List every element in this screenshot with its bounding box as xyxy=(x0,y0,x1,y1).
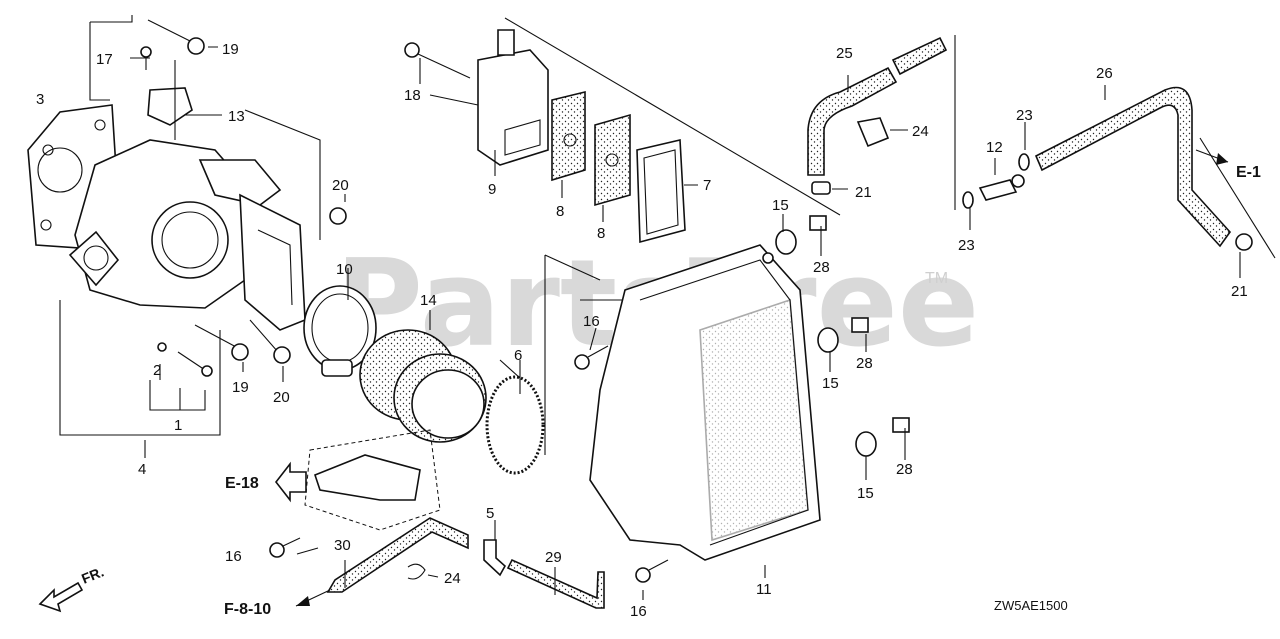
grommet-part-15-b xyxy=(817,327,839,353)
bolt-part-16-lower xyxy=(635,559,669,583)
callout-26: 25 xyxy=(836,45,853,62)
gasket-part-7 xyxy=(636,139,686,244)
collar-part-28-b xyxy=(851,317,869,333)
ref-e18-arrow: E-18 xyxy=(225,461,307,503)
bolt-part-16-left xyxy=(269,537,301,558)
callout-22: 21 xyxy=(855,184,872,201)
washer-part-2 xyxy=(157,342,213,377)
bolt-part-16-case xyxy=(574,345,609,370)
clip-part-22 xyxy=(811,181,831,195)
callout-25: 24 xyxy=(912,123,929,140)
callout-21: 21 xyxy=(1231,283,1248,300)
callout-19-top: 19 xyxy=(222,41,239,58)
clip-part-23-b xyxy=(1018,153,1030,171)
callout-29: 29 xyxy=(545,549,562,566)
callout-3: 3 xyxy=(36,91,44,108)
air-cleaner-case-part-12 xyxy=(589,244,821,561)
assembly-bracket-1 xyxy=(149,380,206,411)
filter-guide-lines xyxy=(429,17,841,455)
collar-part-28-c xyxy=(892,417,910,433)
callout-27: 26 xyxy=(1096,65,1113,82)
callout-4: 4 xyxy=(138,461,146,478)
throttle-body xyxy=(68,87,282,309)
callout-28-b: 28 xyxy=(856,355,873,372)
callout-6: 6 xyxy=(514,347,522,364)
ref-e1-label: E-1 xyxy=(1236,164,1261,181)
collar-part-28-a xyxy=(809,215,827,231)
ref-f810-arrow: F-8-10 xyxy=(224,589,331,618)
callout-8-b: 8 xyxy=(597,225,605,242)
grommet-part-15-c xyxy=(855,431,877,457)
callout-10: 10 xyxy=(336,261,353,278)
screw-part-17 xyxy=(140,46,152,70)
callout-18: 18 xyxy=(404,87,421,104)
front-direction-indicator: FR. xyxy=(38,563,106,613)
callout-12: 11 xyxy=(756,581,772,598)
callout-17: 17 xyxy=(96,51,113,68)
front-direction-label: FR. xyxy=(79,563,106,586)
tube-part-30 xyxy=(326,517,469,593)
callout-2: 2 xyxy=(153,362,161,379)
breather-tube-part-27 xyxy=(1034,86,1232,248)
callout-28-c: 28 xyxy=(896,461,913,478)
ref-e18-label: E-18 xyxy=(225,475,259,492)
bolt-part-19-top xyxy=(147,19,205,55)
callout-11: 12 xyxy=(986,139,1003,156)
tube-part-29 xyxy=(506,558,605,609)
callout-23-bottom: 23 xyxy=(958,237,975,254)
joint-part-5 xyxy=(483,539,507,577)
watermark-trademark: TM xyxy=(925,270,948,287)
callout-1: 1 xyxy=(174,417,182,434)
filter-element-part-8b xyxy=(594,113,631,207)
bolt-part-19-bottom xyxy=(194,324,249,361)
clip-part-25 xyxy=(856,117,890,148)
joint-part-11 xyxy=(978,174,1025,201)
callout-7: 7 xyxy=(703,177,711,194)
callout-5: 5 xyxy=(486,505,494,522)
callout-16-left: 16 xyxy=(225,548,242,565)
callout-20-right: 20 xyxy=(332,177,349,194)
clip-part-21 xyxy=(1235,233,1253,251)
bracket-part-e18 xyxy=(304,429,441,531)
callout-13: 14 xyxy=(420,292,437,309)
clip-part-23-a xyxy=(962,191,974,209)
bolt-part-18 xyxy=(404,42,471,79)
intake-tube-part-13 xyxy=(359,329,487,443)
silencer-part-9 xyxy=(477,29,549,166)
callout-23-top: 23 xyxy=(1016,107,1033,124)
callout-24: 24 xyxy=(444,570,461,587)
callout-28-a: 28 xyxy=(813,259,830,276)
nut-part-20-right xyxy=(329,207,347,225)
intake-duct-bracket xyxy=(239,193,306,331)
diagram-code: ZW5AE1500 xyxy=(994,598,1068,613)
ref-e1-arrow: E-1 xyxy=(1195,137,1276,259)
callout-9: 9 xyxy=(488,181,496,198)
callout-19-bottom: 19 xyxy=(232,379,249,396)
callout-8-a: 8 xyxy=(556,203,564,220)
filter-element-part-8a xyxy=(551,90,586,182)
callout-15-b: 15 xyxy=(822,375,839,392)
callout-16-case: 16 xyxy=(583,313,600,330)
ref-f810-label: F-8-10 xyxy=(224,601,271,618)
clamp-part-10 xyxy=(303,285,377,377)
callout-20-bottom: 20 xyxy=(273,389,290,406)
nut-part-20-bottom xyxy=(273,346,291,364)
callout-14: 13 xyxy=(228,108,245,125)
callout-30: 30 xyxy=(334,537,351,554)
grommet-part-15-a xyxy=(775,229,797,255)
breather-tube-part-26 xyxy=(807,36,948,176)
callout-15-a: 15 xyxy=(772,197,789,214)
seal-ring-part-6 xyxy=(485,375,545,475)
clip-part-24 xyxy=(407,563,426,580)
callout-16-lower: 16 xyxy=(630,603,647,620)
callout-15-c: 15 xyxy=(857,485,874,502)
assembly-bracket-4 xyxy=(59,15,221,436)
